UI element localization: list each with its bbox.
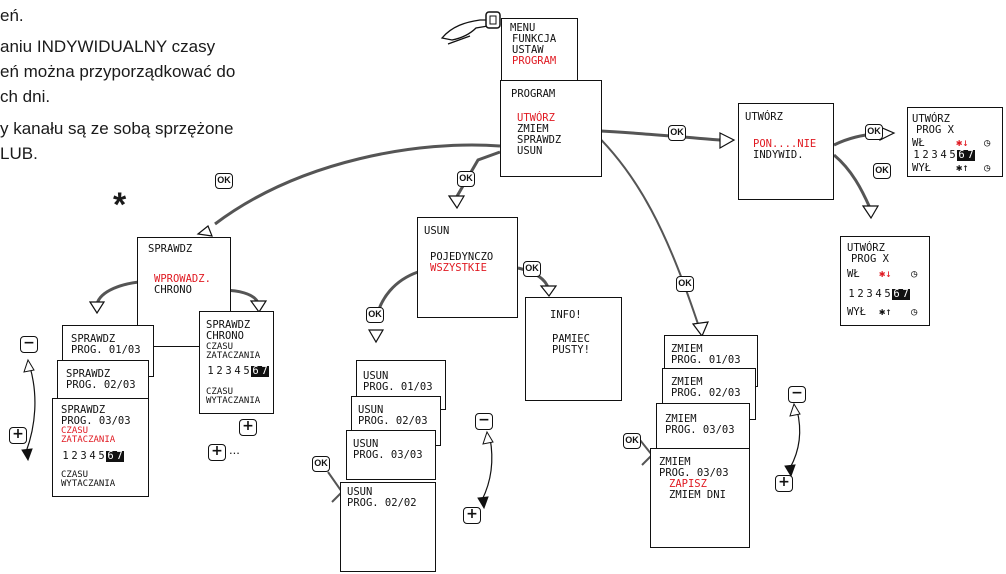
ok-button[interactable]: OK — [865, 124, 883, 140]
plus-button[interactable]: + — [239, 419, 257, 436]
on-label: WŁ — [847, 269, 860, 280]
card-line: PROG. 01/03 — [363, 382, 433, 393]
plus-button[interactable]: + — [463, 507, 481, 524]
ok-button[interactable]: OK — [873, 163, 891, 179]
utworz-option: INDYWID. — [753, 150, 804, 161]
sprawdz-option: CHRONO — [154, 285, 192, 296]
off-label: WYŁ — [912, 163, 931, 174]
card-line: PROG. 02/02 — [347, 498, 417, 509]
intro-line: ch dni. — [0, 84, 50, 109]
utworz-title: UTWÓRZ — [745, 112, 783, 123]
off-label: WYŁ — [847, 307, 866, 318]
card-line: ZATACZANIA — [206, 352, 260, 361]
hand-icon — [442, 12, 500, 44]
card-line: CHRONO — [206, 331, 244, 342]
clock-icon: ◷ — [984, 138, 990, 149]
ok-button[interactable]: OK — [215, 173, 233, 189]
sun-icon: ✱↑ — [879, 307, 892, 318]
card-line: WYTACZANIA — [61, 480, 115, 489]
minus-button[interactable]: − — [475, 413, 493, 430]
on-label: WŁ — [912, 138, 925, 149]
usun-card: USUN PROG. 02/02 — [340, 482, 436, 572]
prog-number: PROG X — [916, 125, 954, 136]
menu-item: PROGRAM — [512, 56, 556, 67]
card-line: PROG. 02/03 — [671, 388, 741, 399]
usun-title: USUN — [424, 226, 449, 237]
ok-button[interactable]: OK — [676, 276, 694, 292]
plus-button[interactable]: + — [9, 427, 27, 444]
sprawdz-title: SPRAWDZ — [148, 244, 192, 255]
sun-icon: ✱↓ — [879, 269, 892, 280]
ok-button[interactable]: OK — [523, 261, 541, 277]
intro-line: y kanału są ze sobą sprzężone — [0, 116, 233, 141]
info-line: INFO! — [550, 310, 582, 321]
ok-button[interactable]: OK — [366, 307, 384, 323]
sun-icon: ✱↓ — [956, 138, 969, 149]
utworz-prog-screen: UTWÓRZ PROG X WŁ ✱↓ ◷ 1234567 WYŁ ✱↑ ◷ — [907, 107, 1003, 177]
card-line: PROG. 03/03 — [665, 425, 735, 436]
ok-button[interactable]: OK — [457, 171, 475, 187]
card-line: PROG. 02/03 — [66, 380, 136, 391]
clock-icon: ◷ — [911, 269, 917, 280]
menu-screen: MENU FUNKCJA USTAW PROGRAM — [501, 18, 578, 86]
ellipsis: ... — [229, 443, 240, 457]
card-line: WYTACZANIA — [206, 397, 260, 406]
clock-icon: ◷ — [984, 163, 990, 174]
plus-button[interactable]: + — [775, 475, 793, 492]
card-line: PROG. 03/03 — [353, 450, 423, 461]
sun-icon: ✱↑ — [956, 163, 969, 174]
card-line: PROG. 02/03 — [358, 416, 428, 427]
utworz-screen: UTWÓRZ PON....NIE INDYWID. — [738, 103, 834, 200]
intro-line: eń można przyporządkować do — [0, 59, 235, 84]
ok-button[interactable]: OK — [312, 456, 330, 472]
asterisk-mark: * — [113, 193, 126, 218]
zmiem-card: ZMIEM PROG. 03/03 ZAPISZ ZMIEM DNI — [650, 448, 750, 548]
program-item: USUN — [517, 146, 542, 157]
card-line: PROG. 01/03 — [671, 355, 741, 366]
card-line: ZMIEM DNI — [669, 490, 726, 501]
program-screen: PROGRAM UTWÓRZ ZMIEM SPRAWDZ USUN — [500, 80, 602, 177]
card-line: ZATACZANIA — [61, 436, 115, 445]
minus-button[interactable]: − — [788, 386, 806, 403]
intro-line: eń. — [0, 3, 24, 28]
ok-button[interactable]: OK — [623, 433, 641, 449]
usun-screen: USUN POJEDYNCZO WSZYSTKIE — [417, 217, 518, 318]
ok-button[interactable]: OK — [668, 125, 686, 141]
prog-number: PROG X — [851, 254, 889, 265]
program-title: PROGRAM — [511, 89, 555, 100]
plus-button[interactable]: + — [208, 444, 226, 461]
usun-option: WSZYSTKIE — [430, 263, 487, 274]
usun-card: USUN PROG. 03/03 — [346, 430, 436, 480]
minus-button[interactable]: − — [20, 336, 38, 353]
info-line: PUSTY! — [552, 345, 590, 356]
clock-icon: ◷ — [911, 307, 917, 318]
intro-line: aniu INDYWIDUALNY czasy — [0, 34, 215, 59]
intro-line: LUB. — [0, 141, 38, 166]
info-screen: INFO! PAMIEC PUSTY! — [525, 297, 622, 401]
card-line: PROG. 01/03 — [71, 345, 141, 356]
